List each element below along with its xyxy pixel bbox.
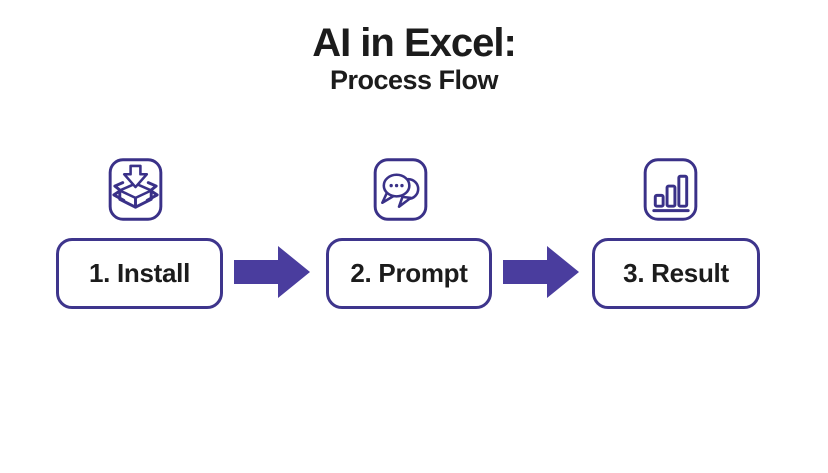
step-label: 3. Result xyxy=(623,258,729,288)
step-box-result: 3. Result xyxy=(592,238,760,309)
install-package-icon xyxy=(108,158,163,221)
page-title: AI in Excel: xyxy=(312,21,517,65)
title-block: AI in Excel: Process Flow xyxy=(0,22,828,94)
step-box-prompt: 2. Prompt xyxy=(326,238,492,309)
chat-bubbles-icon xyxy=(373,158,428,221)
step-label: 2. Prompt xyxy=(350,258,468,288)
bar-chart-icon xyxy=(643,158,698,221)
flow-arrow-icon xyxy=(234,246,310,298)
step-label: 1. Install xyxy=(88,258,191,288)
step-box-install: 1. Install xyxy=(56,238,223,309)
flow-arrow-icon xyxy=(503,246,579,298)
page-subtitle: Process Flow xyxy=(329,65,499,95)
